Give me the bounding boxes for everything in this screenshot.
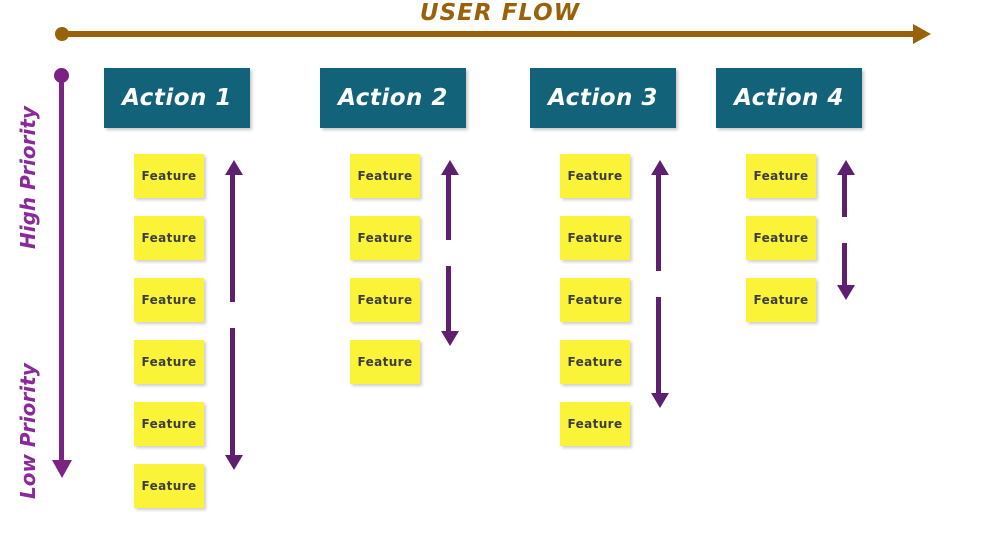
range-arrow-lower-bar	[230, 328, 235, 455]
user-flow-line	[60, 31, 915, 37]
action-box[interactable]: Action 1	[104, 68, 250, 128]
priority-range-arrow	[834, 160, 855, 300]
feature-note[interactable]: Feature	[746, 154, 816, 198]
action-box[interactable]: Action 3	[530, 68, 676, 128]
range-arrow-upper-bar	[656, 175, 661, 271]
feature-note-label: Feature	[753, 169, 809, 183]
feature-note-label: Feature	[357, 293, 413, 307]
feature-note[interactable]: Feature	[560, 340, 630, 384]
feature-note-label: Feature	[567, 355, 623, 369]
feature-note-label: Feature	[141, 293, 197, 307]
feature-note[interactable]: Feature	[134, 154, 204, 198]
feature-note[interactable]: Feature	[560, 216, 630, 260]
feature-note[interactable]: Feature	[746, 278, 816, 322]
priority-range-arrow	[438, 160, 459, 346]
priority-axis	[52, 68, 72, 498]
feature-note[interactable]: Feature	[746, 216, 816, 260]
feature-note[interactable]: Feature	[350, 340, 420, 384]
action-box[interactable]: Action 4	[716, 68, 862, 128]
action-label: Action 3	[548, 85, 658, 111]
feature-note-label: Feature	[357, 169, 413, 183]
feature-note-label: Feature	[753, 293, 809, 307]
action-label: Action 4	[734, 85, 844, 111]
range-arrow-down-head-icon	[441, 331, 459, 346]
priority-range-arrow	[648, 160, 669, 408]
priority-range-arrow	[222, 160, 243, 470]
feature-note[interactable]: Feature	[560, 402, 630, 446]
range-arrow-lower-bar	[842, 243, 847, 285]
feature-note[interactable]: Feature	[560, 154, 630, 198]
feature-note[interactable]: Feature	[350, 278, 420, 322]
feature-note-label: Feature	[141, 479, 197, 493]
range-arrow-upper-bar	[842, 175, 847, 217]
user-flow-axis	[55, 24, 960, 44]
range-arrow-lower-bar	[656, 297, 661, 393]
range-arrow-up-head-icon	[651, 160, 669, 175]
feature-note[interactable]: Feature	[134, 278, 204, 322]
feature-note-label: Feature	[567, 231, 623, 245]
range-arrow-up-head-icon	[225, 160, 243, 175]
priority-axis-line	[59, 76, 64, 464]
feature-note[interactable]: Feature	[350, 154, 420, 198]
feature-note-label: Feature	[141, 169, 197, 183]
feature-note-label: Feature	[141, 355, 197, 369]
range-arrow-upper-bar	[230, 175, 235, 302]
feature-note[interactable]: Feature	[134, 464, 204, 508]
feature-note-label: Feature	[567, 417, 623, 431]
feature-note[interactable]: Feature	[560, 278, 630, 322]
feature-note[interactable]: Feature	[134, 402, 204, 446]
feature-note-label: Feature	[753, 231, 809, 245]
feature-note[interactable]: Feature	[350, 216, 420, 260]
action-box[interactable]: Action 2	[320, 68, 466, 128]
range-arrow-down-head-icon	[225, 455, 243, 470]
priority-arrowhead-icon	[52, 460, 72, 478]
feature-note-label: Feature	[567, 293, 623, 307]
feature-note-label: Feature	[567, 169, 623, 183]
feature-note-label: Feature	[357, 231, 413, 245]
priority-start-dot	[54, 68, 69, 83]
feature-note-label: Feature	[357, 355, 413, 369]
action-label: Action 2	[338, 85, 448, 111]
range-arrow-up-head-icon	[837, 160, 855, 175]
action-label: Action 1	[122, 85, 232, 111]
range-arrow-lower-bar	[446, 266, 451, 331]
feature-note-label: Feature	[141, 417, 197, 431]
feature-note-label: Feature	[141, 231, 197, 245]
range-arrow-upper-bar	[446, 175, 451, 240]
range-arrow-up-head-icon	[441, 160, 459, 175]
user-flow-arrowhead-icon	[913, 24, 931, 44]
user-flow-title: USER FLOW	[419, 0, 581, 26]
feature-note[interactable]: Feature	[134, 216, 204, 260]
range-arrow-down-head-icon	[837, 285, 855, 300]
range-arrow-down-head-icon	[651, 393, 669, 408]
feature-note[interactable]: Feature	[134, 340, 204, 384]
